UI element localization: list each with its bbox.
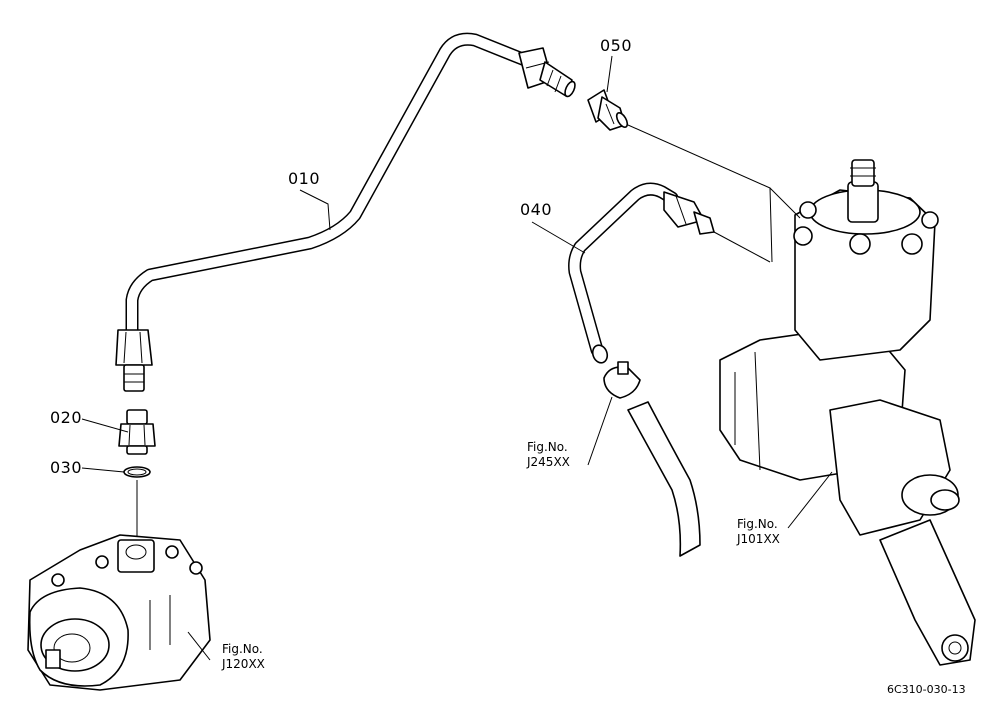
steering-gearbox bbox=[719, 159, 976, 666]
o-ring-030[interactable] bbox=[123, 466, 151, 478]
leader-j101 bbox=[787, 471, 833, 529]
leader-030 bbox=[81, 467, 125, 473]
adapter-050[interactable] bbox=[587, 89, 629, 131]
leader-j245 bbox=[587, 396, 613, 466]
leader-j120 bbox=[187, 631, 211, 661]
gearbox-port-line-040 bbox=[713, 231, 771, 263]
figref-j101[interactable]: Fig.No. J101XX bbox=[737, 517, 780, 547]
part-label-020: 020 bbox=[50, 408, 83, 427]
figref-j245-line1: Fig.No. bbox=[527, 440, 568, 454]
drawing-code: 6C310-030-13 bbox=[887, 683, 966, 696]
hose-040[interactable] bbox=[568, 182, 715, 365]
part-label-050: 050 bbox=[600, 36, 633, 55]
figref-j101-line1: Fig.No. bbox=[737, 517, 778, 531]
leader-020 bbox=[81, 418, 129, 433]
leader-050 bbox=[606, 55, 613, 93]
figref-j245[interactable]: Fig.No. J245XX bbox=[527, 440, 570, 470]
leader-040 bbox=[531, 221, 586, 254]
figref-j101-line2: J101XX bbox=[737, 532, 780, 546]
figref-j120-line1: Fig.No. bbox=[222, 642, 263, 656]
figref-j245-line2: J245XX bbox=[527, 455, 570, 469]
part-label-040: 040 bbox=[520, 200, 553, 219]
figref-j120[interactable]: Fig.No. J120XX bbox=[222, 642, 265, 672]
hydraulic-pump bbox=[27, 534, 211, 691]
leader-010 bbox=[299, 189, 331, 231]
part-label-010: 010 bbox=[288, 169, 321, 188]
pipe-010[interactable] bbox=[115, 32, 577, 392]
adapter-020[interactable] bbox=[118, 409, 156, 455]
figref-j120-line2: J120XX bbox=[222, 657, 265, 671]
hose-clamp bbox=[603, 361, 701, 557]
part-label-030: 030 bbox=[50, 458, 83, 477]
